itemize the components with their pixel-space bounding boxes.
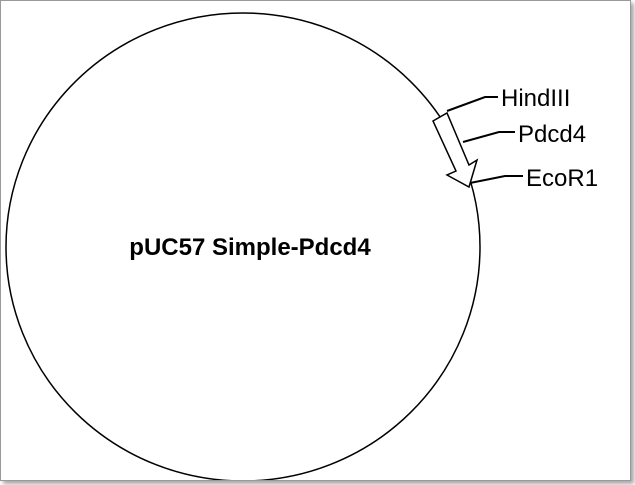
hindiii-label: HindIII	[501, 85, 570, 112]
plasmid-name: pUC57 Simple-Pdcd4	[129, 234, 371, 261]
ecor1-leader-line	[469, 175, 523, 184]
pdcd4-leader-line	[462, 131, 515, 143]
hindiii-leader-line	[446, 96, 498, 112]
insert-arrow	[432, 111, 479, 189]
plasmid-map: HindIII Pdcd4 EcoR1 pUC57 Simple-Pdcd4	[5, 12, 598, 480]
plasmid-circle	[5, 12, 481, 480]
pdcd4-label: Pdcd4	[518, 121, 586, 148]
ecor1-label: EcoR1	[526, 165, 598, 192]
